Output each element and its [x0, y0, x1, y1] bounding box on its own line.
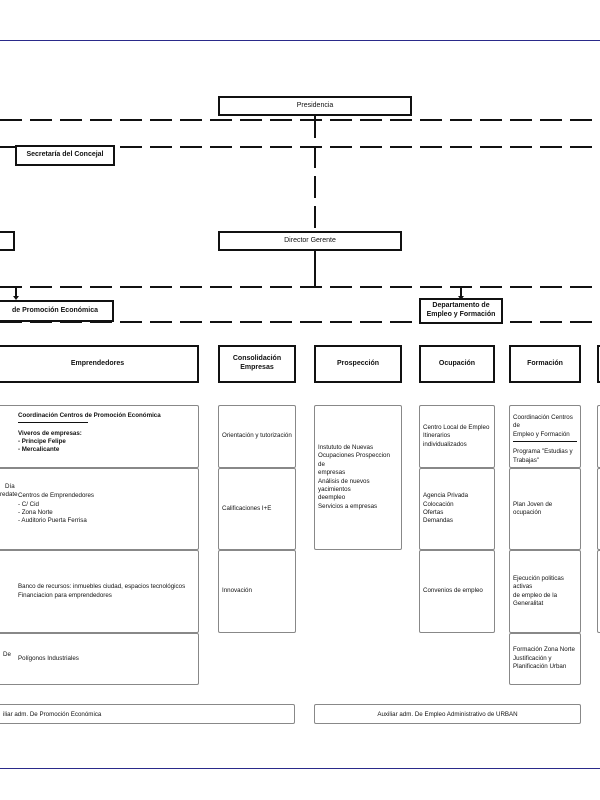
emp4-line1: Polígonos Industriales [18, 654, 79, 662]
for1-line4: Trabajas" [513, 456, 540, 464]
for4-line3: Planificación Urban [513, 663, 567, 671]
for4-line2: Justificación y [513, 654, 552, 662]
cons3-text: Innovación [222, 587, 252, 595]
for1-underline [513, 441, 577, 443]
top-rule [0, 40, 600, 41]
emprendedores-cell-3: Banco de recursos: inmuebles ciudad, esp… [0, 550, 199, 633]
emp1-underline [18, 422, 88, 424]
ocu1-line1: Centro Local de Empleo [423, 423, 490, 431]
emprendedores-cell-2: Centros de Emprendedores - C/ Cid - Zona… [0, 468, 199, 550]
partial-right-cell-3 [597, 550, 600, 633]
footer-empleo-staff: Auxiliar adm. De Empleo Administrativo d… [314, 704, 581, 724]
col-partial-right [597, 345, 600, 383]
ocu2-line1: Agencia Privada [423, 492, 469, 500]
col-emprendedores: Emprendedores [0, 345, 199, 383]
consolidacion-cell-3: Innovación [218, 550, 296, 633]
ocupacion-cell-2: Agencia Privada Colocación Ofertas Deman… [419, 468, 495, 550]
formacion-cell-2: Plan Joven de ocupación [509, 468, 581, 550]
emp1-viveros: Viveros de empresas: [18, 429, 82, 437]
for4-line1: Formación Zona Norte [513, 646, 575, 654]
empleo-dept-line1: Departamento de [432, 302, 490, 310]
ocu2-line4: Demandas [423, 517, 453, 525]
secretaria-box: Secretaría del Concejal [15, 145, 115, 166]
left-fragment-dia: Día [5, 483, 15, 490]
emp3-line2: Financiacion para emprendedores [18, 591, 112, 599]
formacion-cell-3: Ejecución politicas activas de empleo de… [509, 550, 581, 633]
emp2-line3: - Zona Norte [18, 509, 53, 516]
director-box: Director Gerente [218, 231, 402, 251]
col-prospeccion: Prospección [314, 345, 402, 383]
emp3-line1: Banco de recursos: inmuebles ciudad, esp… [18, 583, 186, 591]
ocu2-line3: Ofertas [423, 509, 444, 516]
emprendedores-cell-4: Polígonos Industriales [0, 633, 199, 685]
pros1-line1: Instututo de Nuevas [318, 444, 374, 452]
prospeccion-cell-1: Instututo de Nuevas Ocupaciones Prospecc… [314, 405, 402, 550]
pros1-line2: Ocupaciones Prospeccion de [318, 452, 390, 468]
emp1-item1: - Príncipe Felipe [18, 438, 66, 446]
emp1-title: Coordinación Centros de Promoción Económ… [18, 412, 161, 419]
for1-line1: Coordinación Centros de [513, 414, 573, 430]
emp2-line4: - Auditorio Puerta Ferrisa [18, 517, 87, 525]
empleo-dept-box: Departamento de Empleo y Formación [419, 298, 503, 324]
col-formacion: Formación [509, 345, 581, 383]
for3-line3: Generalitat [513, 599, 544, 607]
consolidacion-cell-1: Orientación y tutorización [218, 405, 296, 468]
promocion-dept-box: de Promoción Económica [0, 300, 114, 322]
col-consolidacion: Consolidación Empresas [218, 345, 296, 383]
consolidacion-cell-2: Calificaciones I+E [218, 468, 296, 550]
ocu3-text: Convenios de empleo [423, 587, 483, 595]
partial-right-cell-2 [597, 468, 600, 550]
pros1-line3: empresas [318, 469, 346, 477]
ocupacion-cell-3: Convenios de empleo [419, 550, 495, 633]
cons2-text: Calificaciones I+E [222, 504, 272, 512]
presidencia-box: Presidencia [218, 96, 412, 116]
ocu1-line2: Itinerarios [423, 432, 451, 440]
left-partial-box [0, 231, 15, 251]
emp2-line1: Centros de Emprendedores [18, 492, 95, 500]
emp1-item2: - Mercalicante [18, 446, 60, 454]
empleo-dept-line2: Empleo y Formación [426, 311, 496, 318]
pros1-line6: Servicios a empresas [318, 502, 378, 510]
ocu1-line3: individualizados [423, 440, 467, 448]
cons1-text: Orientación y tutorización [222, 432, 292, 440]
for1-line2: Empleo y Formación [513, 430, 570, 438]
formacion-cell-1: Coordinación Centros de Empleo y Formaci… [509, 405, 581, 468]
for3-line2: de empleo de la [513, 591, 558, 599]
for2-text: Plan Joven de ocupación [513, 500, 553, 516]
left-fragment-de: De [3, 651, 11, 658]
emprendedores-cell-1: Coordinación Centros de Promoción Económ… [0, 405, 199, 468]
left-fragment-redate: redate [0, 491, 18, 498]
col-ocupacion: Ocupación [419, 345, 495, 383]
bottom-rule [0, 768, 600, 769]
ocupacion-cell-1: Centro Local de Empleo Itinerarios indiv… [419, 405, 495, 468]
for1-line3: Programa "Estudias y [513, 448, 573, 456]
formacion-cell-4: Formación Zona Norte Justificación y Pla… [509, 633, 581, 685]
for3-line1: Ejecución politicas activas [513, 574, 564, 591]
pros1-line5: deempleo [318, 494, 346, 502]
pros1-line4: Análisis de nuevos yacimientos [318, 477, 370, 493]
emp2-line2: - C/ Cid [18, 500, 39, 508]
ocu2-line2: Colocación [423, 500, 454, 508]
partial-right-cell-1 [597, 405, 600, 468]
footer-promocion-staff: iliar adm. De Promoción Económica [0, 704, 295, 724]
